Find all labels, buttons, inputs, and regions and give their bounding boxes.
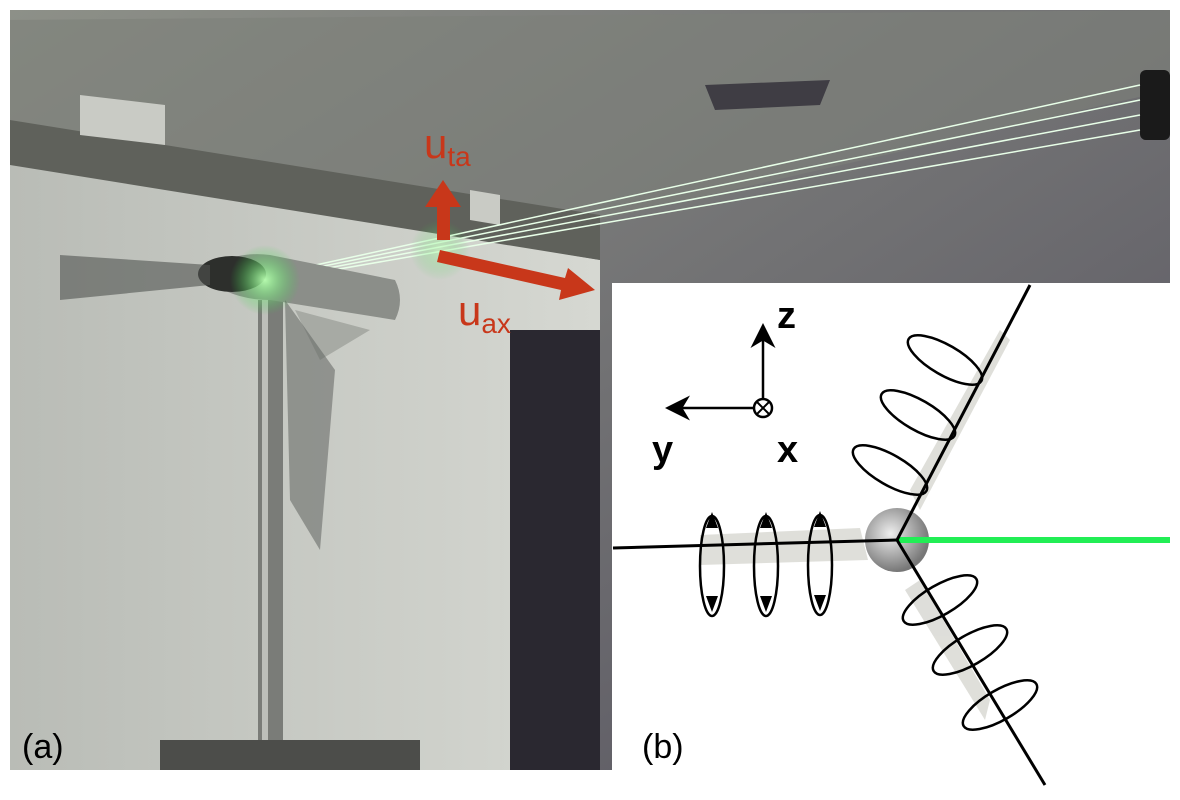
tower-mast [258, 300, 283, 750]
y-axis-label: y [652, 429, 673, 471]
x-axis-label: x [777, 429, 798, 471]
z-axis-label: z [777, 295, 796, 337]
coordinate-axes: z y x [652, 295, 798, 471]
axial-velocity-arrow [437, 250, 595, 300]
panel-a-label: (a) [22, 728, 64, 766]
laser-glow [230, 245, 300, 315]
blade-lower [895, 539, 1047, 786]
doorway [510, 330, 600, 770]
laser-source [1140, 70, 1170, 140]
panel-b-diagram: z y x [612, 283, 1180, 800]
u-ta-label: uta [424, 120, 471, 172]
panel-b-label: (b) [642, 728, 684, 766]
tangential-velocity-arrow [425, 180, 461, 240]
beam-bracket [80, 95, 165, 145]
x-axis-into-page-icon [752, 397, 774, 419]
tower-base [160, 740, 420, 770]
rotor-blade-blur [60, 255, 210, 300]
rotation-arrowheads [706, 511, 826, 612]
blade-upper [895, 284, 1032, 541]
u-ax-label: uax [458, 287, 511, 339]
vorticity-loops [698, 334, 1039, 731]
ceiling-vent [705, 80, 830, 110]
